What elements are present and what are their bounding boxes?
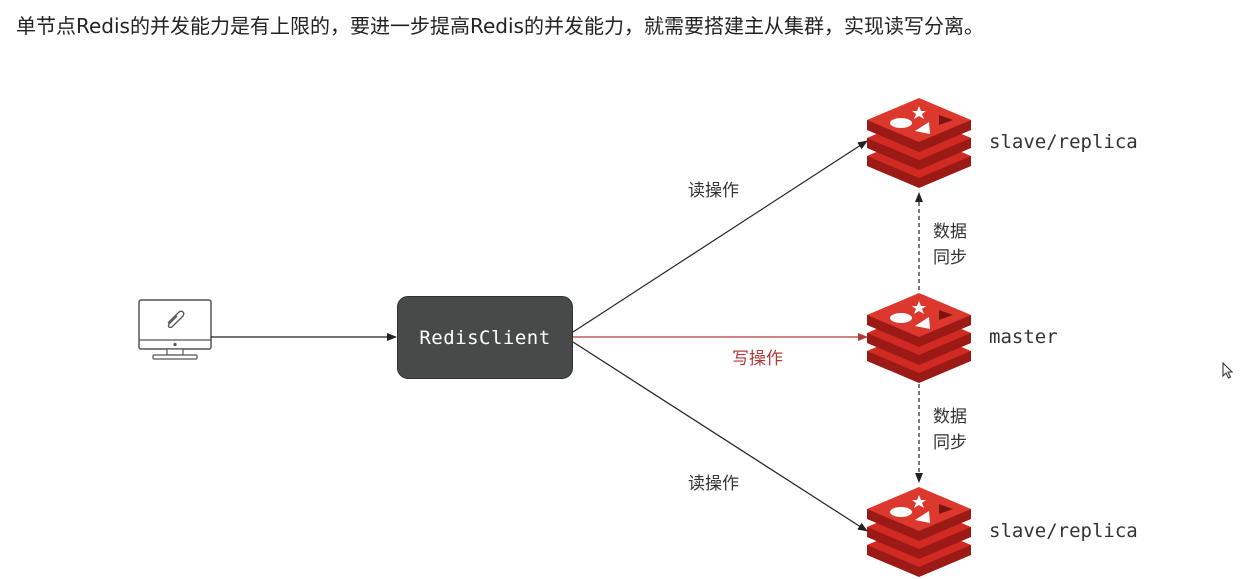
redis-icon-bottom bbox=[867, 487, 971, 577]
redis-client-node: RedisClient bbox=[397, 296, 573, 379]
mouse-cursor-icon bbox=[1222, 362, 1234, 379]
redis-client-label: RedisClient bbox=[419, 326, 551, 349]
read-arrow-bottom bbox=[572, 341, 868, 532]
sync-label-lower-line2: 同步 bbox=[933, 433, 967, 453]
redis-icon-master bbox=[867, 293, 971, 383]
read-op-label-bottom: 读操作 bbox=[688, 474, 739, 494]
slave-bottom-label: slave/replica bbox=[989, 520, 1138, 542]
sync-label-upper: 数据 同步 bbox=[933, 219, 973, 271]
redis-icon-top bbox=[867, 98, 971, 188]
slave-top-label: slave/replica bbox=[989, 131, 1138, 153]
master-label: master bbox=[989, 326, 1058, 348]
sync-label-upper-line2: 同步 bbox=[933, 248, 967, 268]
read-op-label-top: 读操作 bbox=[688, 181, 739, 201]
write-op-label: 写操作 bbox=[732, 349, 783, 369]
page-heading: 单节点Redis的并发能力是有上限的，要进一步提高Redis的并发能力，就需要搭… bbox=[16, 14, 984, 38]
sync-label-lower-line1: 数据 bbox=[933, 407, 967, 427]
computer-icon bbox=[138, 299, 212, 360]
read-arrow-top bbox=[572, 140, 868, 333]
sync-label-lower: 数据 同步 bbox=[933, 404, 973, 456]
sync-label-upper-line1: 数据 bbox=[933, 222, 967, 242]
